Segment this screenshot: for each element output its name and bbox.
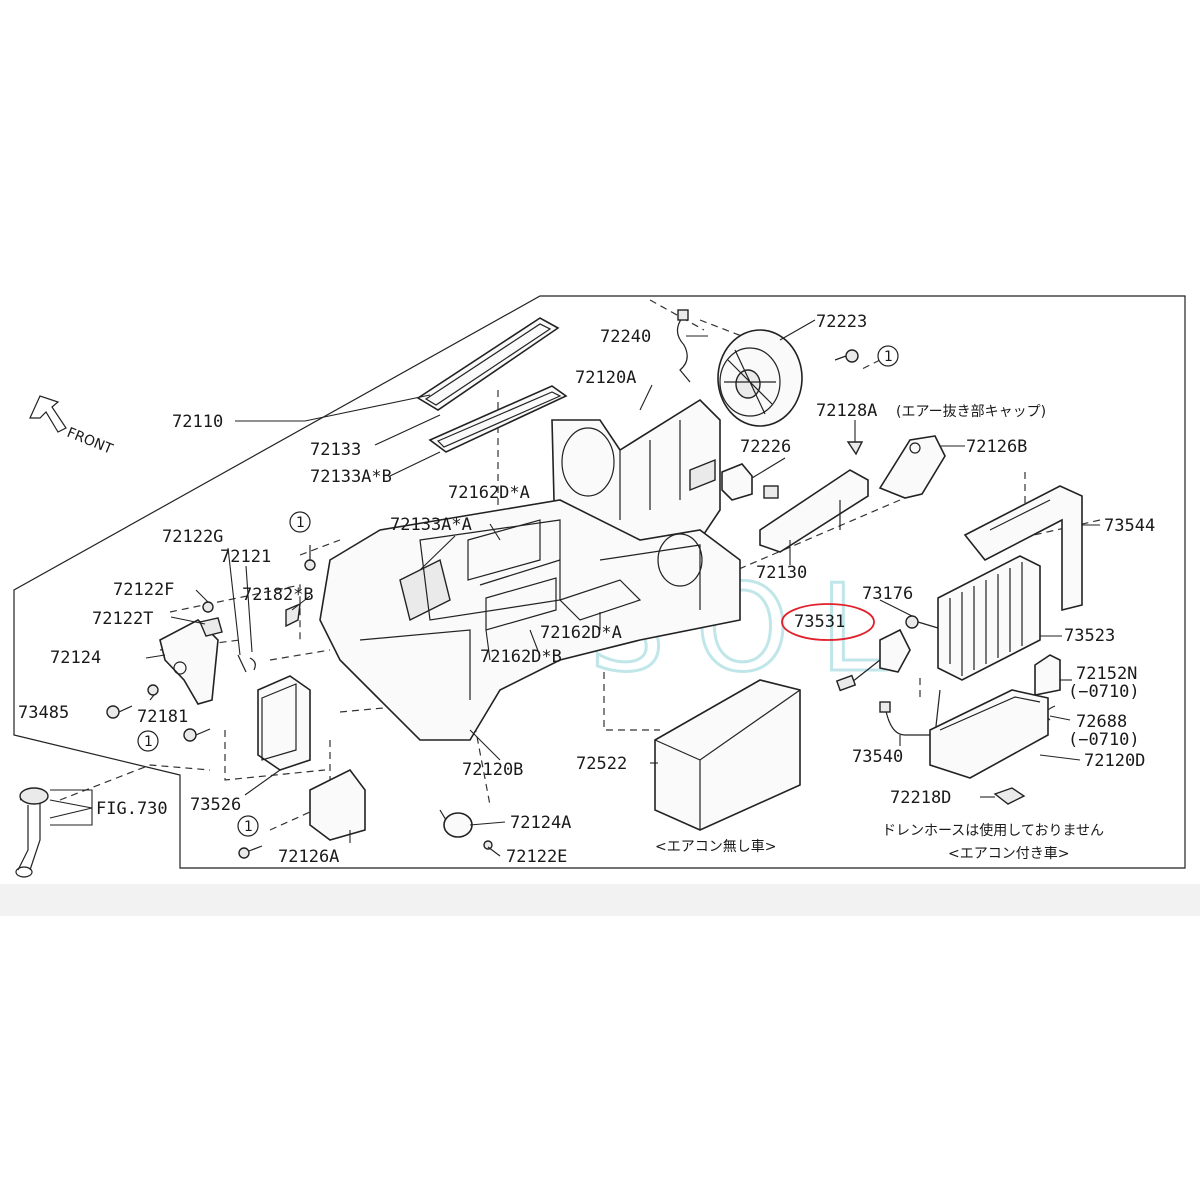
part-73176[interactable] [905,615,939,629]
callout-1-bottom: 1 [237,815,259,837]
screw-icon [834,349,859,363]
label-72120B: 72120B [462,760,523,780]
part-72126A[interactable] [309,768,366,841]
screw-icon [183,728,211,742]
part-labels: 72110 72133 72133A*B 72240 72223 72120A … [18,312,1155,867]
part-72122E[interactable] [483,840,493,850]
label-72110: 72110 [172,412,223,432]
part-72133[interactable] [416,317,560,411]
label-72162DB: 72162D*B [480,647,562,667]
label-72126B: 72126B [966,437,1027,457]
label-72124A: 72124A [510,813,571,833]
label-72218D: 72218D [890,788,951,808]
note-drain: ドレンホースは使用しておりません [882,822,1104,839]
label-72182B: 72182*B [242,585,314,605]
part-72162DB[interactable] [485,577,557,631]
callout-1-left: 1 [137,730,159,752]
part-72122T[interactable] [199,617,223,637]
part-72122F[interactable] [202,601,214,613]
callout-1-upper-left: 1 [289,511,311,533]
note-with-ac: <エアコン付き車> [948,845,1069,862]
label-73540: 73540 [852,747,903,767]
label-72133: 72133 [310,440,361,460]
label-73485: 73485 [18,703,69,723]
part-72124A[interactable] [439,809,473,838]
label-72122T: 72122T [92,609,153,629]
label-72122G: 72122G [162,527,223,547]
label-73526: 73526 [190,795,241,815]
part-72226[interactable] [721,463,779,501]
part-72126B[interactable] [878,435,946,499]
label-72162DA-2: 72162D*A [540,623,622,643]
label-72122F: 72122F [113,580,174,600]
front-label: FRONT [65,425,116,458]
part-72522[interactable] [654,679,801,831]
label-72240: 72240 [600,327,651,347]
part-72162DA-2[interactable] [558,579,642,621]
label-72133AB: 72133A*B [310,467,392,487]
frame-outline [13,295,1186,869]
label-fig730: FIG.730 [96,799,168,819]
label-73523: 73523 [1064,626,1115,646]
part-73526[interactable] [257,675,311,771]
label-72128A: 72128A [816,401,877,421]
label-72120D: 72120D [1084,751,1145,771]
bottom-strip [0,884,1200,916]
screw-icon [238,845,263,859]
highlight-ring [781,603,875,641]
callout-1-top-right: 1 [877,345,899,367]
label-72133AA: 72133A*A [390,515,472,535]
part-73523[interactable] [937,555,1041,681]
part-72133AB[interactable] [428,385,568,453]
part-fig730-pipe[interactable] [15,787,49,878]
part-72152N[interactable] [1034,654,1061,696]
label-72120A: 72120A [575,368,636,388]
label-72128A-note: (エアー抜き部キャップ) [896,404,1046,420]
leader-lines [49,319,1100,857]
label-72688-note: (−0710) [1068,730,1140,750]
part-72240[interactable] [676,309,691,383]
note-no-ac: <エアコン無し車> [655,838,776,855]
label-73544: 73544 [1104,516,1155,536]
part-72122G[interactable] [237,654,247,673]
label-72126A: 72126A [278,847,339,867]
part-72223[interactable] [717,329,803,427]
part-73531[interactable] [835,628,911,692]
label-73176: 73176 [862,584,913,604]
part-72182B[interactable] [285,602,301,628]
label-72181: 72181 [137,707,188,727]
label-72522: 72522 [576,754,627,774]
label-73531: 73531 [794,612,845,632]
part-72128A[interactable] [846,441,864,456]
part-73544[interactable] [963,485,1083,612]
label-72688: 72688 [1076,712,1127,732]
part-72162DA-1[interactable] [467,519,541,581]
part-73540[interactable] [879,689,941,736]
label-72121: 72121 [220,547,271,567]
part-73485[interactable] [106,705,133,719]
label-72122E: 72122E [506,847,567,867]
svg-text:1: 1 [296,515,305,531]
part-72218D[interactable] [993,787,1026,805]
label-72226: 72226 [740,437,791,457]
label-72152N: 72152N [1076,664,1137,684]
part-72181[interactable] [147,684,159,696]
part-72130[interactable] [759,469,869,553]
label-72162DA-1: 72162D*A [448,483,530,503]
label-72130: 72130 [756,563,807,583]
label-72124: 72124 [50,648,101,668]
svg-text:1: 1 [144,734,153,750]
part-72120B[interactable] [319,499,741,741]
part-72121[interactable] [249,657,256,671]
svg-text:1: 1 [884,349,893,365]
front-arrow-icon [29,395,67,433]
svg-text:1: 1 [244,819,253,835]
screw-icon [304,545,316,571]
label-72152N-note: (−0710) [1068,682,1140,702]
label-72223: 72223 [816,312,867,332]
part-72120D[interactable] [929,689,1049,779]
